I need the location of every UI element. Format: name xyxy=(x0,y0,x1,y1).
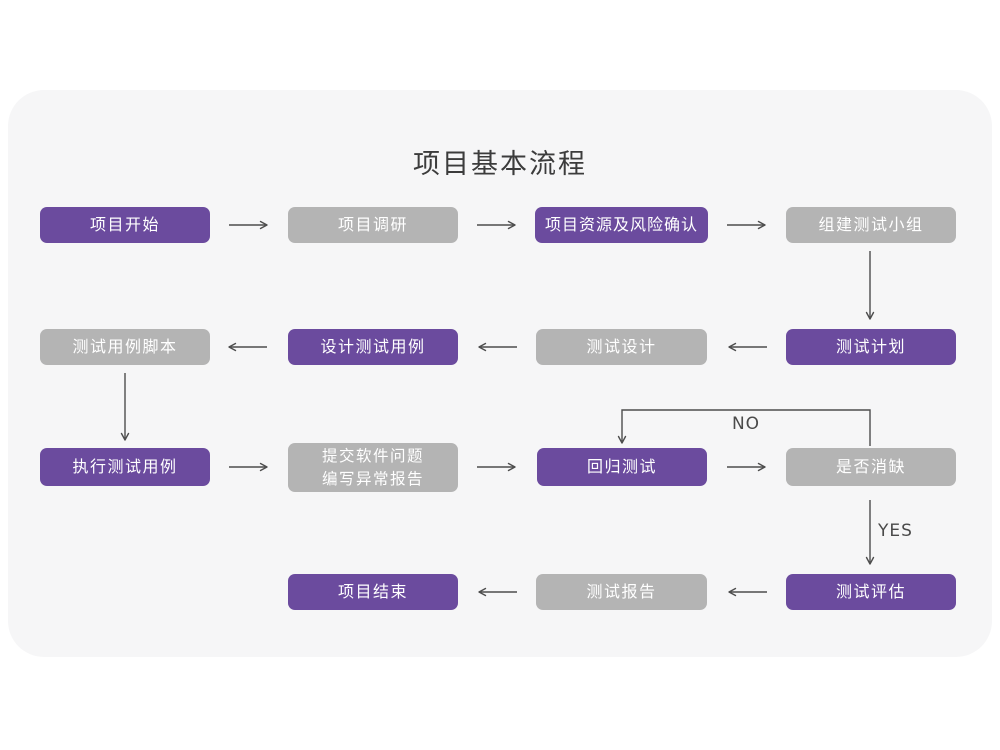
node-test-design: 测试设计 xyxy=(536,329,707,365)
node-submit-issue-report-line2: 编写异常报告 xyxy=(321,469,424,488)
node-test-evaluation: 测试评估 xyxy=(786,574,956,610)
node-submit-issue-report-line1: 提交软件问题 xyxy=(321,447,424,466)
node-test-plan: 测试计划 xyxy=(786,329,956,365)
diagram-title: 项目基本流程 xyxy=(413,149,587,180)
node-project-research: 项目调研 xyxy=(288,207,458,243)
node-test-report: 测试报告 xyxy=(536,574,707,610)
node-design-test-cases: 设计测试用例 xyxy=(288,329,458,365)
edge-label-yes: YES xyxy=(878,521,913,541)
node-project-start: 项目开始 xyxy=(40,207,210,243)
edge-label-no: NO xyxy=(731,414,761,434)
node-defect-cleared: 是否消缺 xyxy=(786,448,956,486)
node-execute-test-cases: 执行测试用例 xyxy=(40,448,210,486)
node-regression-test: 回归测试 xyxy=(537,448,707,486)
node-test-case-script: 测试用例脚本 xyxy=(40,329,210,365)
node-resources-risk-confirm: 项目资源及风险确认 xyxy=(535,207,708,243)
node-submit-issue-report: 提交软件问题 编写异常报告 xyxy=(288,443,458,492)
node-build-test-team: 组建测试小组 xyxy=(786,207,956,243)
node-project-end: 项目结束 xyxy=(288,574,458,610)
flowchart-card xyxy=(8,90,992,657)
